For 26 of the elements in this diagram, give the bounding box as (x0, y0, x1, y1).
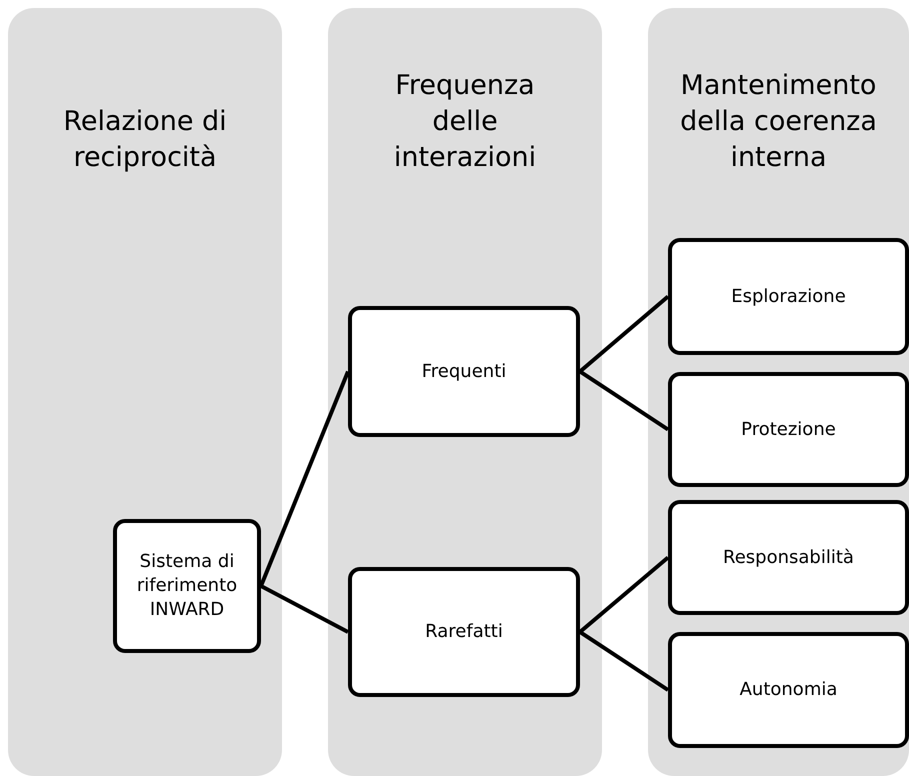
column-heading: Mantenimento della coerenza interna (679, 69, 878, 175)
process-box (668, 632, 909, 748)
column-panel (328, 8, 602, 776)
connector-line (578, 556, 670, 634)
connector-line (578, 294, 670, 374)
column-heading: Frequenza delle interazioni (392, 69, 538, 175)
process-box (113, 519, 261, 653)
box-label: Protezione (741, 418, 836, 442)
column-panel (8, 8, 282, 776)
process-box (348, 306, 580, 437)
box-label: Frequenti (422, 360, 506, 384)
box-label: Esplorazione (731, 284, 846, 308)
connector-line (578, 630, 670, 692)
connector-line (259, 370, 350, 587)
process-box (348, 567, 580, 697)
connector-line (260, 584, 349, 634)
connector-line (578, 370, 670, 432)
box-label: Autonomia (740, 678, 838, 702)
column-panel (648, 8, 909, 776)
box-label: Responsabilità (723, 546, 854, 570)
box-label: Sistema di riferimento INWARD (136, 550, 238, 622)
process-box (668, 372, 909, 487)
process-box (668, 500, 909, 615)
process-box (668, 238, 909, 355)
column-heading: Relazione di reciprocità (62, 105, 228, 175)
box-label: Rarefatti (425, 620, 503, 644)
